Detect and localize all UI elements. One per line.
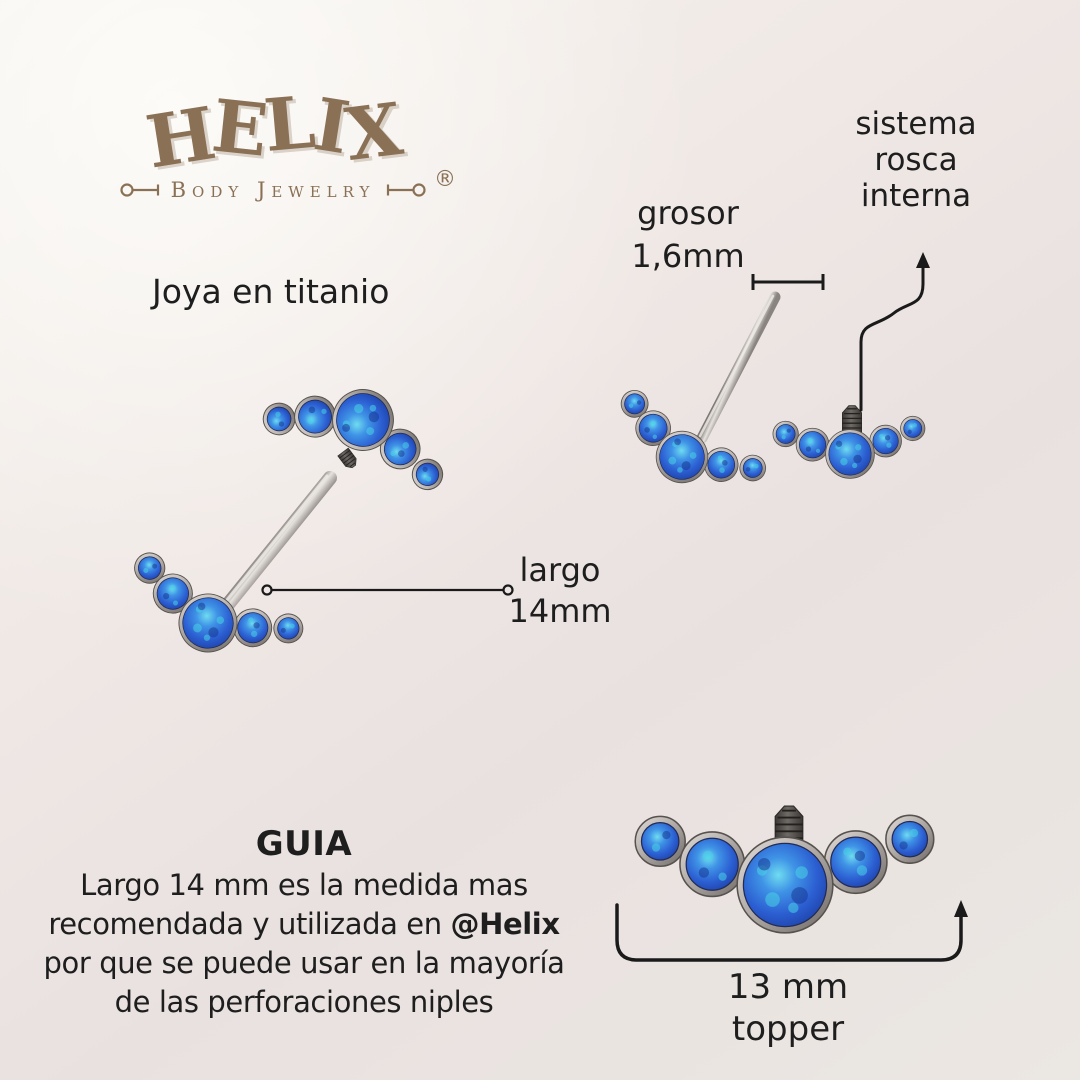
barbell-and-topper-illustration: [112, 380, 514, 687]
guide-line: por que se puede usar en la mayoría: [43, 946, 565, 980]
length-callout-line: [261, 584, 514, 596]
thickness-measure-line: [751, 274, 825, 290]
brand-logo: HELIX ® Body Jewelry: [108, 79, 456, 202]
length-label-value: 14mm: [508, 592, 612, 630]
barbell-icon: [120, 183, 159, 197]
thread-pin: [337, 447, 360, 471]
brand-tagline-text: Body Jewelry: [170, 178, 376, 202]
thickness-label-word: grosor: [637, 194, 739, 232]
barbell-cluster-small: [610, 384, 771, 519]
brand-tagline: Body Jewelry: [108, 178, 438, 202]
brand-mention: @Helix: [450, 907, 561, 941]
thread-label-line: interna: [860, 178, 972, 214]
guide-line: recomendada y utilizada en @Helix: [24, 905, 584, 944]
barbell-post: [218, 471, 337, 615]
guide-line: Largo 14 mm es la medida mas: [80, 868, 528, 902]
guide-block: GUIA Largo 14 mm es la medida mas recome…: [24, 822, 584, 1022]
topper-large: [634, 805, 935, 934]
topper-with-thread: [772, 404, 927, 482]
barbell-cluster: [112, 547, 308, 687]
brand-letter: L: [261, 79, 317, 168]
brand-name: HELIX ®: [108, 79, 456, 192]
thickness-and-thread-illustration: [610, 252, 930, 519]
thread-system-arrow: [859, 252, 930, 412]
size-bracket: [615, 900, 968, 962]
thickness-label-value: 1,6mm: [631, 237, 745, 275]
length-annotation-label: largo 14mm: [500, 550, 620, 632]
barbell-post-vertical: [696, 291, 781, 444]
guide-line: de las perforaciones niples: [114, 985, 494, 1019]
barbell-icon: [387, 183, 426, 197]
topper-size-illustration: [615, 805, 968, 962]
topper-size-value: 13 mm: [727, 967, 849, 1007]
thread-label-line: sistema: [855, 106, 977, 142]
topper-cluster: [258, 380, 463, 495]
thickness-annotation-label: grosor 1,6mm: [598, 192, 778, 278]
brand-letter: X: [340, 86, 405, 177]
topper-size-label: 13 mm topper: [638, 966, 938, 1050]
brand-letter: E: [208, 82, 271, 173]
registered-trademark-icon: ®: [434, 167, 456, 192]
length-label-word: largo: [519, 551, 601, 589]
thread-system-label: sistema rosca interna: [826, 106, 1006, 214]
guide-line-text: recomendada y utilizada en: [48, 907, 451, 941]
topper-size-word: topper: [731, 1009, 845, 1049]
guide-title: GUIA: [255, 824, 353, 864]
material-label: Joya en titanio: [152, 272, 390, 311]
thread-label-line: rosca: [874, 142, 958, 178]
brand-letter: H: [141, 90, 220, 185]
